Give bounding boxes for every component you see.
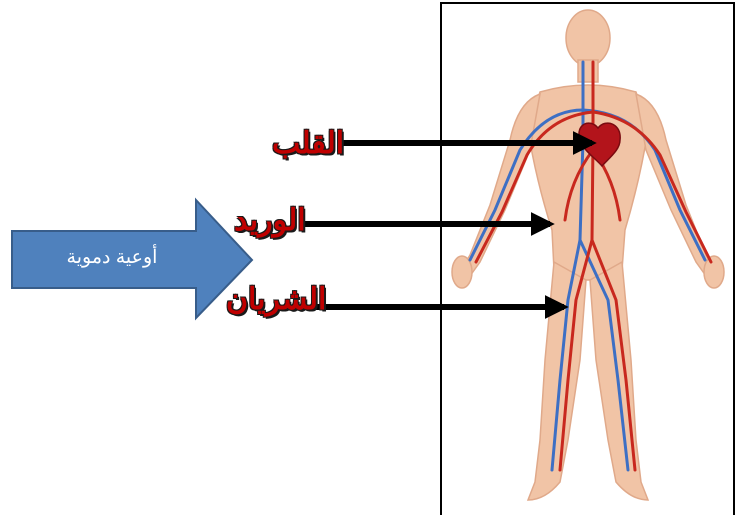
label-heart: القلب (272, 126, 344, 161)
label-artery: الشريان (226, 282, 326, 317)
label-vein: الوريد (234, 203, 306, 238)
big-arrow-label: أوعية دموية (14, 246, 210, 269)
